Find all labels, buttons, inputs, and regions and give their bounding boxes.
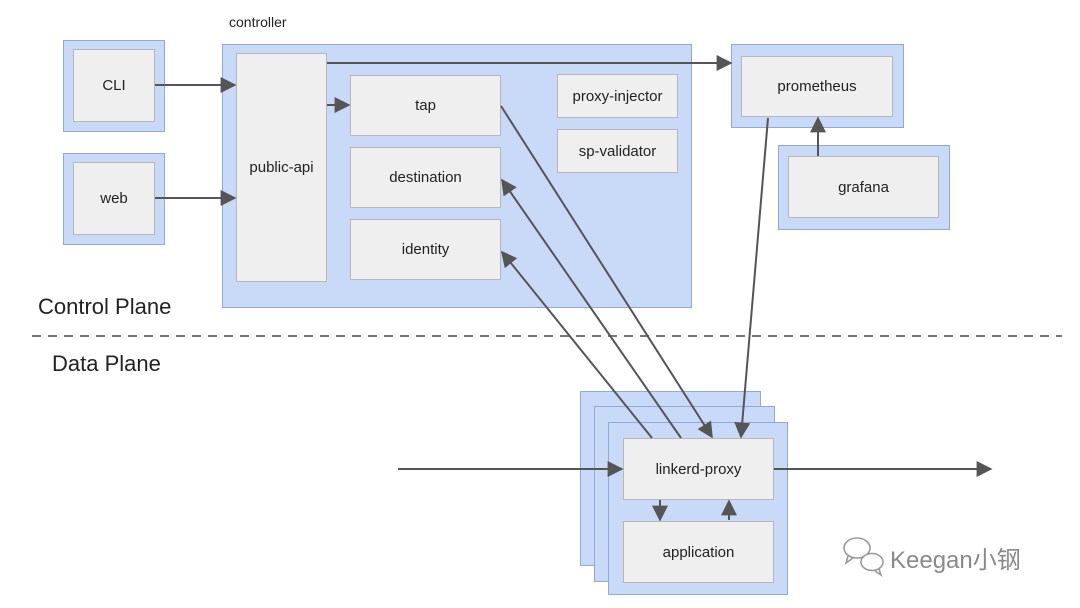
- destination-label: destination: [389, 169, 462, 186]
- application-box[interactable]: application: [623, 521, 774, 583]
- cli-box[interactable]: CLI: [73, 49, 155, 122]
- prometheus-box[interactable]: prometheus: [741, 56, 893, 117]
- prometheus-label: prometheus: [777, 78, 857, 95]
- linkerd-proxy-label: linkerd-proxy: [655, 460, 742, 478]
- linkerd-proxy-box[interactable]: linkerd-proxy: [623, 438, 774, 500]
- arrow-proxy-to-identity: [500, 250, 653, 439]
- sp-validator-box[interactable]: sp-validator: [557, 129, 678, 173]
- arrow-tap-to-proxy: [500, 105, 713, 439]
- proxy-injector-label: proxy-injector: [572, 87, 663, 105]
- identity-label: identity: [401, 241, 450, 258]
- grafana-label: grafana: [838, 178, 889, 196]
- tap-label: tap: [415, 97, 436, 114]
- grafana-box[interactable]: grafana: [788, 156, 939, 218]
- web-label: web: [100, 190, 128, 207]
- arrow-prometheus-to-proxy: [734, 117, 769, 439]
- sp-validator-label: sp-validator: [578, 142, 657, 160]
- proxy-injector-box[interactable]: proxy-injector: [557, 74, 678, 118]
- controller-title: controller: [229, 14, 287, 30]
- watermark-text: Keegan小钢: [890, 547, 1021, 574]
- destination-box[interactable]: destination: [350, 147, 501, 208]
- tap-box[interactable]: tap: [350, 75, 501, 136]
- public-api-box[interactable]: public-api: [236, 53, 327, 282]
- control-plane-label: Control Plane: [38, 294, 172, 319]
- web-box[interactable]: web: [73, 162, 155, 235]
- arrow-proxy-to-destination: [501, 178, 682, 439]
- public-api-label: public-api: [249, 159, 314, 176]
- application-label: application: [662, 543, 735, 561]
- cli-label: CLI: [102, 77, 126, 94]
- identity-box[interactable]: identity: [350, 219, 501, 280]
- data-plane-label: Data Plane: [52, 351, 161, 376]
- wechat-icon: [843, 537, 884, 577]
